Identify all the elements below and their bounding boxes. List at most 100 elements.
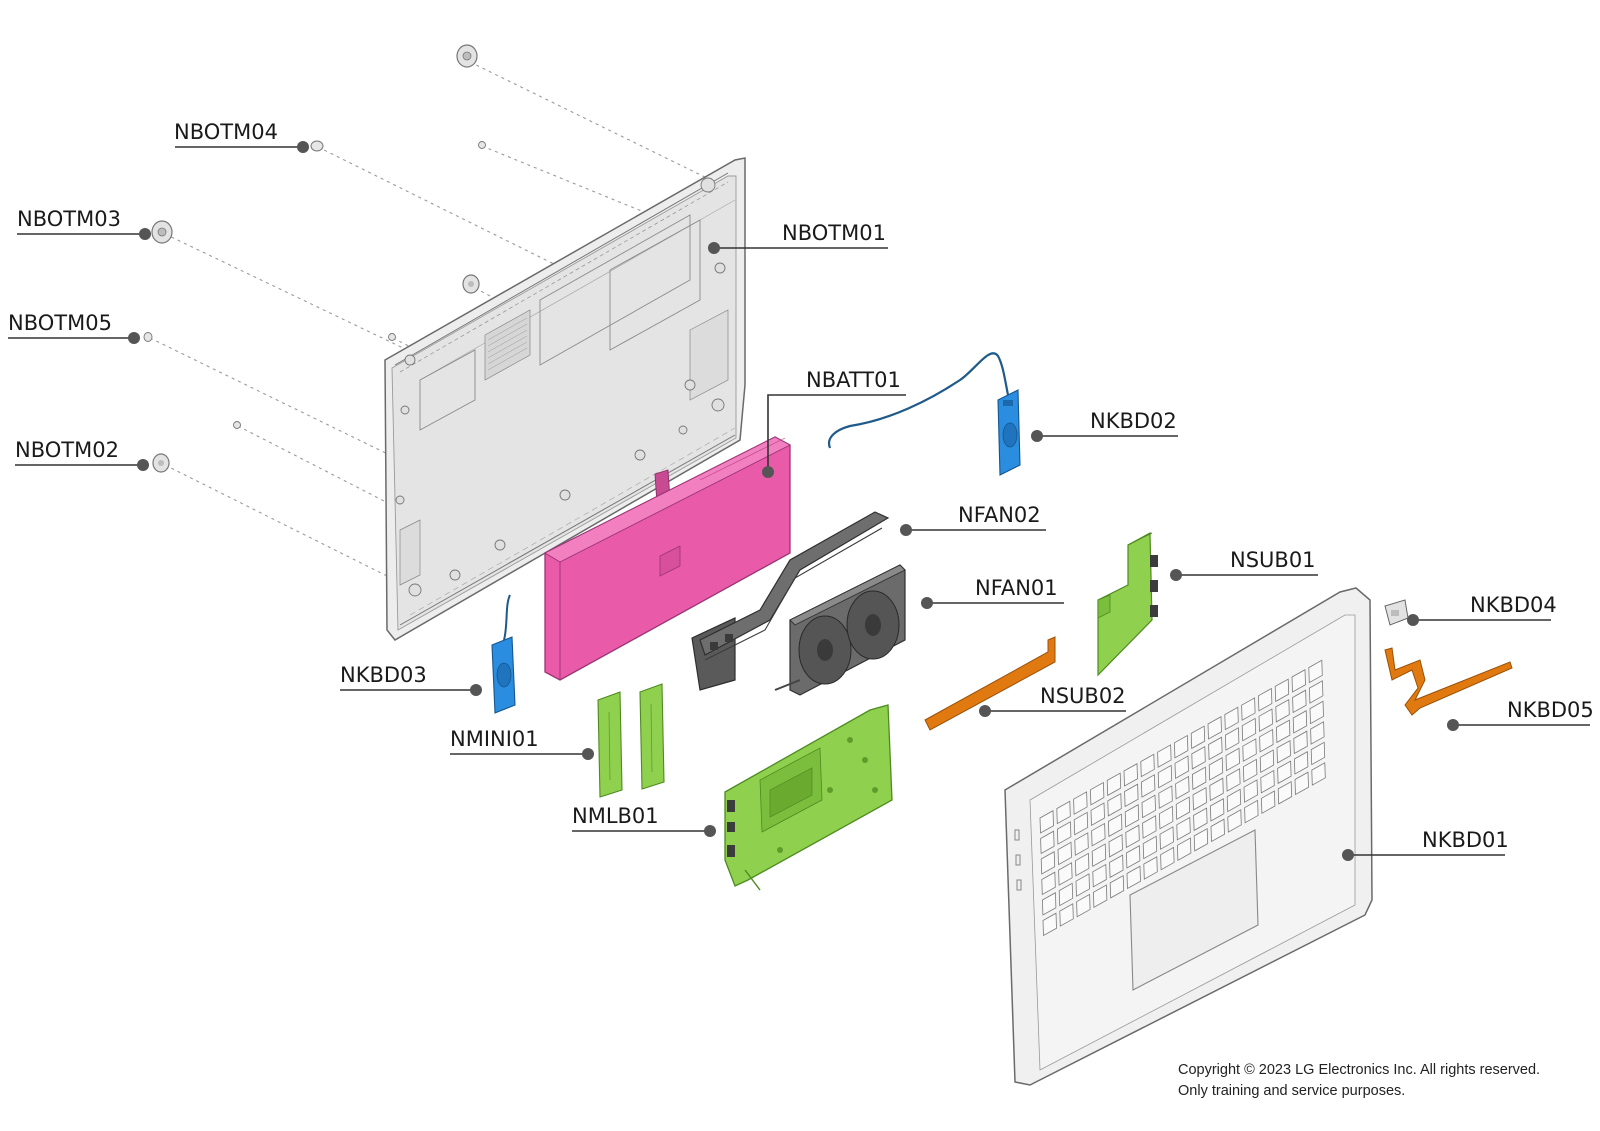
key [1059,903,1074,927]
key [1058,882,1074,907]
key [1193,827,1209,852]
key [1159,826,1174,850]
key [1123,763,1138,787]
usage-note: Only training and service purposes. [1178,1083,1406,1099]
speaker-right [827,352,1021,476]
key [1225,747,1240,772]
key [1191,745,1206,770]
key [1125,845,1141,869]
key [1057,841,1072,866]
copyright-line: Copyright © 2023 LG Electronics Inc. All… [1178,1062,1541,1078]
key [1089,781,1105,806]
key [1142,835,1158,860]
battery [544,436,791,681]
cooling-fans [774,564,906,696]
key [1308,680,1324,704]
key [1175,775,1190,800]
key [1056,821,1072,845]
key [1126,865,1141,890]
key [1244,799,1259,824]
key [1292,710,1308,734]
key [1226,788,1242,813]
callout-labels: NBOTM04 NBOTM03 NBOTM05 NBOTM02 NBOTM01 … [8,120,1594,852]
key [1242,738,1257,762]
key [1274,678,1290,703]
key [1210,818,1225,843]
sub-board-1 [1097,532,1158,677]
key [1092,884,1108,908]
label-nkbd03: NKBD03 [340,663,427,687]
heat-pipe [691,511,890,691]
key [1109,854,1124,879]
key [1058,862,1073,886]
label-nkbd04: NKBD04 [1470,593,1557,617]
key [1291,669,1306,693]
key [1275,719,1291,744]
key [1243,779,1258,803]
screw-small [233,141,486,429]
key [1224,727,1240,751]
key [1258,708,1273,732]
key [1075,873,1090,897]
key [1091,843,1107,867]
label-nbotm04: NBOTM04 [174,120,278,144]
label-nkbd05: NKBD05 [1507,698,1594,722]
sub-cable [924,636,1056,731]
key [1259,728,1274,753]
key [1277,760,1292,785]
key [1107,813,1123,838]
screw-nbotm02 [152,453,170,473]
screw-nbotm05 [143,332,153,342]
screw-mid [462,274,480,294]
main-board [724,704,893,891]
key [1260,769,1275,794]
key [1226,768,1241,792]
key [1140,774,1156,798]
key [1310,721,1325,745]
key [1124,804,1140,828]
key [1158,805,1174,830]
key [1259,749,1275,773]
speaker-left [491,594,516,714]
key [1073,791,1088,815]
key [1056,800,1071,825]
label-nfan01: NFAN01 [975,576,1058,600]
key [1124,783,1139,808]
key [1227,809,1242,833]
label-nmlb01: NMLB01 [572,804,659,828]
key [1176,837,1192,861]
key [1157,744,1172,768]
label-nkbd02: NKBD02 [1090,409,1177,433]
key [1108,833,1123,858]
key [1209,777,1224,802]
label-nbotm02: NBOTM02 [15,438,119,462]
key [1074,832,1089,856]
key [1176,816,1191,841]
key [1143,856,1158,880]
key [1241,697,1256,721]
label-nbotm05: NBOTM05 [8,311,112,335]
key [1140,753,1155,778]
key [1294,771,1309,796]
key [1224,706,1239,731]
key [1106,772,1122,797]
key [1191,766,1207,791]
m2-modules [597,683,665,798]
key [1309,700,1324,725]
key [1208,757,1224,781]
label-nkbd01: NKBD01 [1422,828,1509,852]
key [1192,786,1207,811]
key [1160,846,1175,871]
key [1040,830,1055,855]
key [1158,785,1173,809]
label-nsub01: NSUB01 [1230,548,1316,572]
key [1076,893,1091,918]
key [1209,798,1225,822]
key [1039,810,1054,834]
key [1090,802,1105,826]
bottom-cover [384,157,746,641]
key [1107,792,1122,817]
key [1142,815,1157,839]
key [1293,751,1309,775]
screw-nbotm03 [151,220,173,244]
